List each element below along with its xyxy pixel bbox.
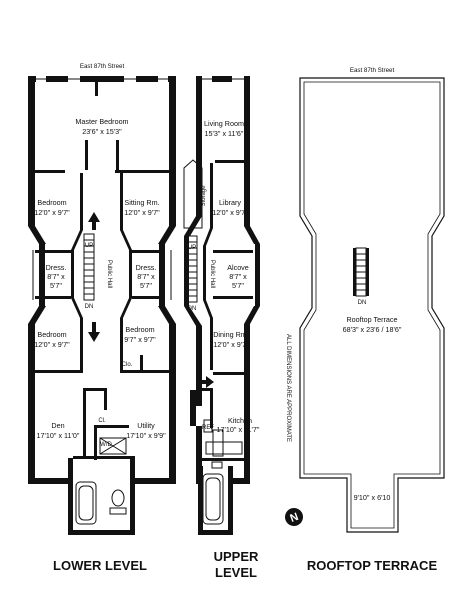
rooftop-plan: East 87th Street DN Rooftop Terrace 68'3… bbox=[299, 67, 445, 573]
compass-icon: N bbox=[285, 508, 303, 526]
upper-kitchen-fixtures bbox=[202, 419, 243, 525]
lower-level-plan: East 87th Street bbox=[28, 63, 176, 573]
dress-left-dims1: 8'7" x bbox=[47, 272, 65, 281]
dress-right-label: Dress. bbox=[136, 263, 157, 272]
lower-windows bbox=[32, 78, 172, 300]
wd-label: W/D bbox=[100, 442, 112, 448]
upper-dn-label: DN bbox=[188, 306, 197, 312]
master-bedroom-label: Master Bedroom bbox=[75, 117, 128, 126]
upper-up-label: UP bbox=[188, 245, 196, 251]
approximate-dims-note: ALL DIMENSIONS ARE APPROXIMATE bbox=[285, 334, 291, 442]
lower-outer-walls bbox=[28, 76, 176, 535]
den-label: Den bbox=[51, 421, 64, 430]
rooftop-outline bbox=[299, 77, 445, 533]
rooftop-level-title: ROOFTOP TERRACE bbox=[307, 558, 438, 573]
utility-dims: 17'10" x 9'9" bbox=[126, 431, 166, 440]
kitchen-dims: 17'10" x 11'7" bbox=[217, 425, 260, 434]
down-arrow-icon bbox=[88, 332, 100, 342]
dress-left-label: Dress. bbox=[46, 263, 67, 272]
master-bedroom-dims: 23'6" x 15'3" bbox=[82, 127, 122, 136]
living-room-dims: 15'3" x 11'6" bbox=[205, 129, 244, 138]
lower-cl-label: Cl. bbox=[98, 418, 106, 424]
dining-room-label: Dining Rm. bbox=[213, 330, 249, 339]
washer-dryer bbox=[99, 437, 127, 455]
lower-dn-label: DN bbox=[85, 304, 94, 310]
lower-street-label: East 87th Street bbox=[80, 63, 125, 70]
bedroom-sw-dims: 12'0" x 9'7" bbox=[34, 340, 70, 349]
bedroom-nw-label: Bedroom bbox=[37, 198, 66, 207]
sitting-room-label: Sitting Rm. bbox=[124, 198, 159, 207]
alcove-dims1: 8'7" x bbox=[229, 272, 247, 281]
bedroom-sw-label: Bedroom bbox=[37, 330, 66, 339]
sitting-room-dims: 12'0" x 9'7" bbox=[124, 208, 160, 217]
ref-label: REF bbox=[202, 425, 214, 431]
rooftop-staircase bbox=[353, 247, 369, 297]
lower-bath-fixtures bbox=[75, 437, 127, 525]
upper-level-title-1: UPPER bbox=[214, 549, 259, 564]
up-arrow-icon bbox=[88, 212, 100, 222]
lower-interior-walls bbox=[35, 82, 169, 460]
bedroom-nw-dims: 12'0" x 9'7" bbox=[34, 208, 70, 217]
den-dims: 17'10" x 11'0" bbox=[37, 431, 80, 440]
dress-right-dims2: 5'7" bbox=[140, 281, 152, 290]
upper-windows bbox=[202, 78, 258, 300]
library-dims: 12'0" x 9'7" bbox=[212, 208, 248, 217]
entry-arrow-icon bbox=[206, 376, 214, 388]
lower-closet-label: Clo. bbox=[122, 362, 133, 368]
upper-level-title-2: LEVEL bbox=[215, 565, 257, 580]
lower-staircase bbox=[83, 212, 100, 342]
rooftop-dn-label: DN bbox=[358, 300, 367, 306]
dress-right-dims1: 8'7" x bbox=[137, 272, 155, 281]
rooftop-terrace-dims: 68'3" x 23'6 / 18'6" bbox=[343, 325, 402, 334]
rooftop-street-label: East 87th Street bbox=[350, 67, 395, 74]
living-room-label: Living Room bbox=[204, 119, 244, 128]
dining-room-dims: 12'0" x 9'7" bbox=[213, 340, 249, 349]
bedroom-se-dims: 9'7" x 9'7" bbox=[124, 335, 156, 344]
toilet-icon bbox=[111, 489, 125, 507]
bedroom-se-label: Bedroom bbox=[125, 325, 154, 334]
upper-interior-walls bbox=[183, 159, 253, 461]
lower-up-label: UP bbox=[85, 243, 93, 249]
library-label: Library bbox=[219, 198, 241, 207]
upper-public-hall-label: Public Hall bbox=[209, 260, 215, 288]
upper-level-plan: Living Room 15'3" x 11'6" Storage Librar… bbox=[183, 76, 291, 580]
alcove-dims2: 5'7" bbox=[232, 281, 244, 290]
alcove-label: Alcove bbox=[227, 263, 249, 272]
utility-label: Utility bbox=[137, 421, 155, 430]
kitchen-label: Kitchen bbox=[228, 416, 252, 425]
rooftop-small-dims: 9'10" x 6'10 bbox=[354, 493, 391, 502]
lower-room-labels: Master Bedroom 23'6" x 15'3" Bedroom 12'… bbox=[34, 117, 166, 448]
upper-staircase bbox=[186, 235, 214, 388]
lower-level-title: LOWER LEVEL bbox=[53, 558, 147, 573]
upper-room-labels: Living Room 15'3" x 11'6" Storage Librar… bbox=[188, 119, 291, 442]
storage-label: Storage bbox=[201, 185, 207, 207]
lower-public-hall-label: Public Hall bbox=[106, 260, 112, 288]
rooftop-terrace-label: Rooftop Terrace bbox=[346, 315, 397, 324]
dress-left-dims2: 5'7" bbox=[50, 281, 62, 290]
compass-north-letter: N bbox=[289, 511, 301, 525]
